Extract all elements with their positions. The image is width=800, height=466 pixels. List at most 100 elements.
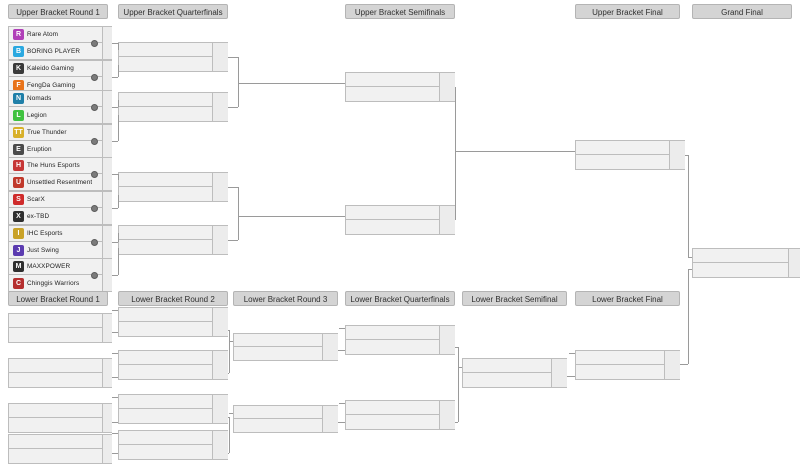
lower-round1-match-3[interactable]	[8, 403, 112, 433]
match-score-cell	[212, 225, 228, 255]
lower-round2-match-1[interactable]	[118, 307, 228, 337]
match-info-icon[interactable]	[91, 39, 98, 47]
match-team-row[interactable]	[576, 365, 679, 379]
upper-quarterfinal-match-1[interactable]	[118, 42, 228, 72]
match-team-row[interactable]	[9, 435, 111, 449]
match-team-row[interactable]	[234, 406, 337, 419]
upper-quarterfinal-match-4[interactable]	[118, 225, 228, 255]
match-team-row[interactable]	[346, 340, 454, 354]
match-score-cell	[439, 325, 455, 355]
match-team-row[interactable]	[346, 87, 454, 101]
match-team-row[interactable]	[234, 334, 337, 347]
match-team-row[interactable]	[693, 263, 800, 277]
match-team-row[interactable]	[576, 351, 679, 365]
match-team-row[interactable]	[346, 326, 454, 340]
match-team-row[interactable]	[119, 431, 227, 445]
lower-round1-match-4[interactable]	[8, 434, 112, 464]
match-team-row[interactable]	[119, 173, 227, 187]
match-team-row[interactable]	[463, 359, 566, 373]
match-team-row[interactable]	[119, 93, 227, 107]
match-team-row[interactable]	[119, 107, 227, 121]
match-team-row[interactable]	[119, 409, 227, 423]
upper-bracket-final-match[interactable]	[575, 140, 685, 170]
match-team-row[interactable]	[119, 43, 227, 57]
match-team-row[interactable]	[119, 226, 227, 240]
match-team-row[interactable]	[346, 401, 454, 415]
match-team-row[interactable]	[346, 415, 454, 429]
match-team-row[interactable]	[463, 373, 566, 387]
lower-bracket-final-match[interactable]	[575, 350, 680, 380]
match-info-icon[interactable]	[91, 137, 98, 145]
match-team-row[interactable]	[119, 395, 227, 409]
match-team-row[interactable]	[234, 347, 337, 360]
lower-quarterfinal-match-2[interactable]	[345, 400, 455, 430]
upper-quarterfinal-match-2[interactable]	[118, 92, 228, 122]
match-team-row[interactable]	[346, 220, 454, 234]
match-team-row[interactable]	[9, 359, 111, 373]
lower-semifinal-match[interactable]	[462, 358, 567, 388]
lower-round2-match-2[interactable]	[118, 350, 228, 380]
match-team-row[interactable]	[119, 240, 227, 254]
grand-final-match[interactable]	[692, 248, 800, 278]
match-team-row[interactable]	[119, 365, 227, 379]
team-logo-icon: TT	[13, 127, 24, 138]
match-team-row[interactable]	[9, 449, 111, 463]
connector-line	[112, 174, 118, 175]
match-info-icon[interactable]	[91, 103, 98, 111]
match-team-row[interactable]	[9, 314, 111, 328]
match-info-icon[interactable]	[91, 73, 98, 81]
lower-round1-match-1[interactable]	[8, 313, 112, 343]
match-team-row[interactable]	[119, 322, 227, 336]
match-team-row[interactable]	[346, 206, 454, 220]
match-team-row[interactable]	[576, 141, 684, 155]
match-team-row[interactable]	[119, 187, 227, 201]
match-info-icon[interactable]	[91, 238, 98, 246]
match-info-icon[interactable]	[91, 271, 98, 279]
team-name: Just Swing	[27, 246, 59, 254]
match-team-row[interactable]	[234, 419, 337, 432]
lower-round2-match-3[interactable]	[118, 394, 228, 424]
match-team-row[interactable]	[119, 308, 227, 322]
lower-round1-match-2[interactable]	[8, 358, 112, 388]
match-team-row[interactable]	[576, 155, 684, 169]
lower-round2-match-4[interactable]	[118, 430, 228, 460]
team-name: Chinggis Warriors	[27, 279, 80, 287]
match-team-row[interactable]	[693, 249, 800, 263]
match-team-row[interactable]	[119, 351, 227, 365]
match-info-icon[interactable]	[91, 204, 98, 212]
match-team-row[interactable]	[9, 373, 111, 387]
match-team-row[interactable]	[9, 328, 111, 342]
lower-round3-match-2[interactable]	[233, 405, 338, 433]
match-info-icon[interactable]	[91, 170, 98, 178]
match-team-row[interactable]	[9, 404, 111, 418]
upper-semifinal-match-1[interactable]	[345, 72, 455, 102]
connector-line	[112, 331, 118, 333]
lower-quarterfinal-match-1[interactable]	[345, 325, 455, 355]
upper-quarterfinal-match-3[interactable]	[118, 172, 228, 202]
match-team-row[interactable]	[9, 418, 111, 432]
upper-semifinal-match-2[interactable]	[345, 205, 455, 235]
match-team-row[interactable]	[119, 57, 227, 71]
match-team-row[interactable]	[119, 445, 227, 459]
lower-round3-match-1[interactable]	[233, 333, 338, 361]
match-team-row[interactable]	[346, 73, 454, 87]
